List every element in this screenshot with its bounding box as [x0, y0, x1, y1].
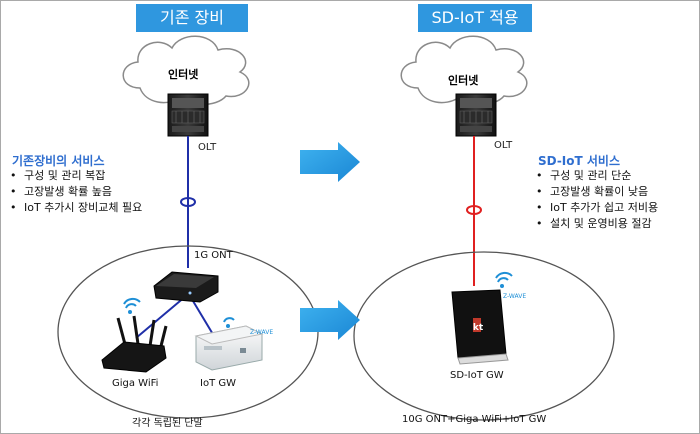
left-cloud-label: 인터넷	[168, 68, 199, 81]
list-item: 구성 및 관리 복잡	[10, 168, 142, 184]
wifi-router-icon	[101, 315, 168, 373]
right-olt-label: OLT	[494, 140, 513, 151]
sdiot-fiber-link	[466, 136, 482, 286]
wifi-signal-icon	[223, 317, 235, 328]
list-item: 고장발생 확률 높음	[10, 184, 142, 200]
list-item: 구성 및 관리 단순	[536, 168, 658, 184]
arrow-right-icon	[300, 300, 360, 340]
sdiot-services-title: SD-IoT 서비스	[538, 154, 620, 168]
right-olt-rack-icon	[455, 93, 497, 137]
left-olt-label: OLT	[198, 142, 217, 153]
legacy-premises-ellipse	[57, 245, 319, 419]
svg-text:Z-WAVE: Z-WAVE	[503, 293, 526, 300]
giga-wifi-label: Giga WiFi	[112, 378, 159, 389]
iot-gw-label: IoT GW	[200, 378, 236, 389]
legacy-services-list: 구성 및 관리 복잡 고장발생 확률 높음 IoT 추가시 장비교체 필요	[10, 168, 142, 216]
list-item: 설치 및 운영비용 절감	[536, 216, 658, 232]
sdiot-gateway-icon: kt Z-WAVE	[451, 289, 526, 365]
arrow-right-icon	[300, 142, 360, 182]
list-item: IoT 추가가 쉽고 저비용	[536, 200, 658, 216]
sdiot-services-list: 구성 및 관리 단순 고장발생 확률이 낮음 IoT 추가가 쉽고 저비용 설치…	[536, 168, 658, 232]
legacy-services-title: 기존장비의 서비스	[12, 154, 105, 168]
wifi-signal-icon	[123, 297, 141, 314]
list-item: IoT 추가시 장비교체 필요	[10, 200, 142, 216]
ont-router-icon	[135, 271, 219, 339]
sdiot-gw-label: SD-IoT GW	[450, 370, 504, 381]
left-olt-rack-icon	[167, 93, 209, 137]
svg-text:kt: kt	[473, 323, 484, 333]
sdiot-footer: 10G ONT+Giga WiFi+IoT GW	[402, 414, 547, 425]
sdiot-premises-ellipse	[353, 251, 615, 421]
svg-text:Z-WAVE: Z-WAVE	[250, 329, 273, 336]
legacy-fiber-link	[180, 136, 196, 268]
wifi-signal-icon	[495, 271, 513, 288]
ont-label: 1G ONT	[194, 250, 233, 261]
iot-gateway-icon: Z-WAVE	[194, 325, 273, 371]
right-cloud-label: 인터넷	[448, 74, 479, 87]
list-item: 고장발생 확률이 낮음	[536, 184, 658, 200]
sdiot-header: SD-IoT 적용	[418, 4, 532, 32]
legacy-header: 기존 장비	[136, 4, 248, 32]
legacy-footer: 각각 독립된 단말	[132, 418, 203, 429]
